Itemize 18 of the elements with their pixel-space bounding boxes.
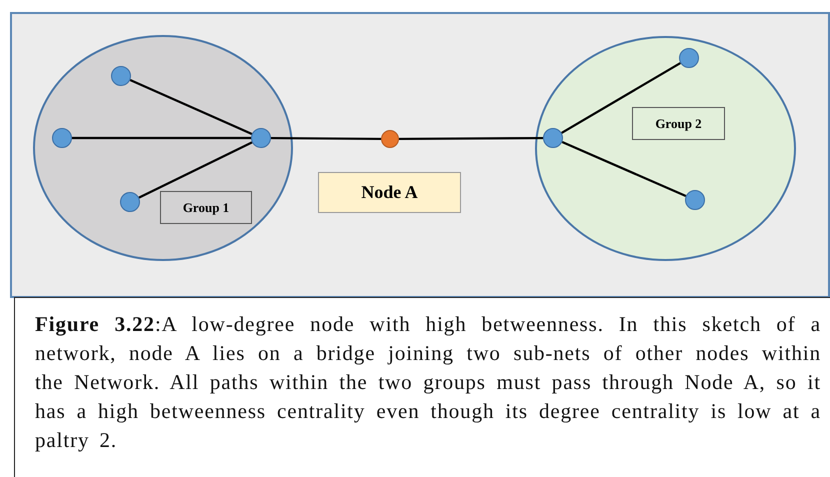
connector-line — [130, 79, 252, 135]
connector-line — [561, 62, 681, 134]
connector-line — [399, 136, 543, 140]
connector-line — [138, 141, 252, 199]
network-node — [111, 66, 131, 86]
caption: Figure 3.22:A low-degree node with high betweenness. In this sketch of a network, node A lies on a bridge joining two sub-nets of other nodes within the Network. All paths within the two groups must pass through Node A, so it has a high betweenness centrality even though its degree centrality is low at a paltry 2. — [35, 311, 821, 454]
network-node — [679, 48, 699, 68]
group-label-box: Group 2 — [632, 107, 725, 140]
connector-line — [271, 136, 381, 140]
network-node — [251, 128, 271, 148]
network-node — [52, 128, 72, 148]
network-node — [120, 192, 140, 212]
group-label-box: Group 1 — [160, 191, 252, 224]
connector-line — [562, 141, 686, 197]
network-node — [543, 128, 563, 148]
node-label-box: Node A — [318, 172, 461, 213]
network-node — [685, 190, 705, 210]
connector-line — [72, 136, 251, 140]
